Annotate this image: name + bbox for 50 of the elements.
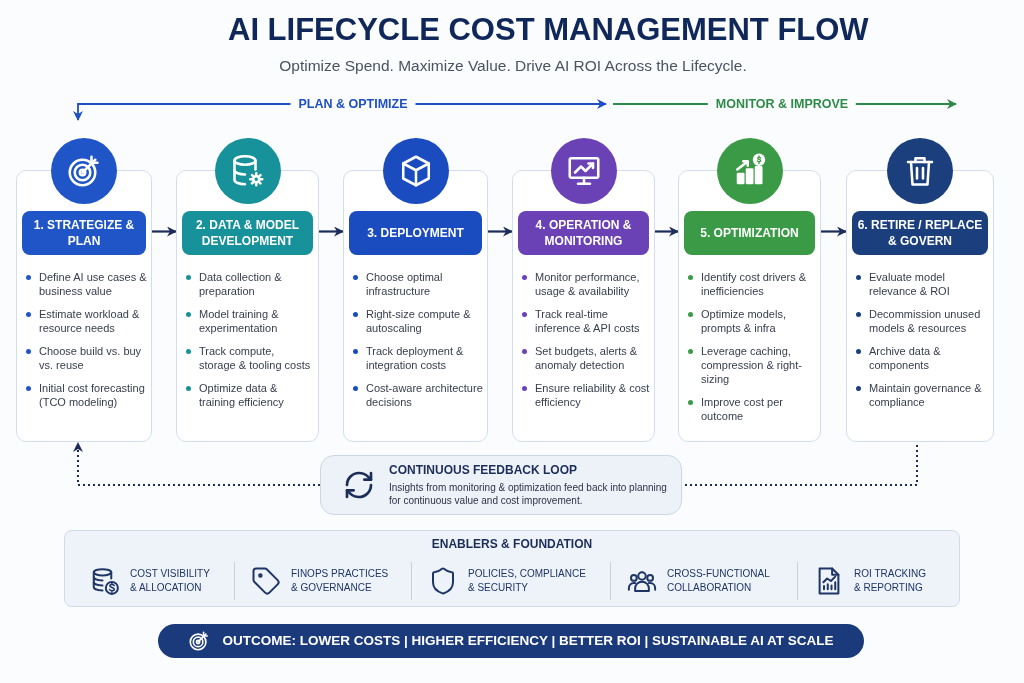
- bullet-text: Estimate workload & resource needs: [39, 307, 141, 335]
- bullet-text: Cost-aware architecture decisions: [366, 381, 483, 409]
- bullet-text: Initial cost forecasting (TCO modeling): [39, 381, 146, 409]
- arrow: [319, 226, 344, 237]
- enabler-label: FINOPS PRACTICES & GOVERNANCE: [291, 567, 390, 595]
- enablers-panel: [64, 530, 960, 607]
- bullet-text: Maintain governance & compliance: [869, 381, 983, 409]
- bullet-text: Choose optimal infrastructure: [366, 270, 444, 298]
- stage-header: 6. RETIRE / REPLACE & GOVERN: [852, 211, 988, 255]
- bullet-text: Set budgets, alerts & anomaly detection: [535, 344, 639, 372]
- arrow: [821, 226, 847, 237]
- bullet-text: Decommission unused models & resources: [869, 307, 982, 335]
- stage-header: 4. OPERATION & MONITORING: [518, 211, 649, 255]
- bullet-text: Archive data & components: [869, 344, 942, 372]
- stage-header: 5. OPTIMIZATION: [684, 211, 815, 255]
- stage-header: 3. DEPLOYMENT: [349, 211, 482, 255]
- bullet-text: Improve cost per outcome: [701, 395, 784, 423]
- stage-header: 1. STRATEGIZE & PLAN: [22, 211, 146, 255]
- bullet-text: Model training & experimentation: [199, 307, 280, 335]
- feedback-description: Insights from monitoring & optimization feed back into planning for continuous value and cost improvement.: [389, 481, 668, 507]
- enabler-label: CROSS-FUNCTIONAL COLLABORATION: [667, 567, 771, 595]
- subtitle: Optimize Spend. Maximize Value. Drive AI ROI Across the Lifecycle.: [279, 56, 747, 76]
- bullet-text: Track deployment & integration costs: [366, 344, 465, 372]
- feedback-heading: CONTINUOUS FEEDBACK LOOP: [389, 463, 578, 478]
- arrow: [152, 226, 177, 237]
- enabler-label: COST VISIBILITY & ALLOCATION: [130, 567, 211, 595]
- bullet-text: Optimize data & training efficiency: [199, 381, 285, 409]
- enabler-label: POLICIES, COMPLIANCE & SECURITY: [468, 567, 587, 595]
- bullet-text: Track compute, storage & tooling costs: [199, 344, 312, 372]
- bullet-text: Right-size compute & autoscaling: [366, 307, 472, 335]
- arrow: [655, 226, 679, 237]
- bullet-text: Monitor performance, usage & availability: [535, 270, 641, 298]
- stage-header: 2. DATA & MODEL DEVELOPMENT: [182, 211, 313, 255]
- dashed-arrow: [73, 442, 321, 486]
- bullet-text: Leverage caching, compression & right-sizing: [701, 344, 803, 386]
- bullet-text: Data collection & preparation: [199, 270, 283, 298]
- bullet-text: Track real-time inference & API costs: [535, 307, 641, 335]
- bullet-text: Identify cost drivers & inefficiencies: [701, 270, 808, 298]
- panel-heading: ENABLERS & FOUNDATION: [431, 537, 593, 552]
- arrow: [488, 226, 513, 237]
- bullet-text: Evaluate model relevance & ROI: [869, 270, 951, 298]
- outcome-banner: [158, 624, 864, 658]
- bullet-text: Ensure reliability & cost efficiency: [535, 381, 650, 409]
- enabler-label: ROI TRACKING & REPORTING: [854, 567, 928, 595]
- title: AI LIFECYCLE COST MANAGEMENT FLOW: [228, 12, 869, 48]
- outcome-text: OUTCOME: LOWER COSTS | HIGHER EFFICIENCY | BETTER ROI | SUSTAINABLE AI AT SCALE: [222, 632, 834, 650]
- bullet-text: Choose build vs. buy vs. reuse: [39, 344, 143, 372]
- bullet-text: Define AI use cases & business value: [39, 270, 147, 298]
- feedback-panel: [320, 455, 682, 515]
- bullet-text: Optimize models, prompts & infra: [701, 307, 787, 335]
